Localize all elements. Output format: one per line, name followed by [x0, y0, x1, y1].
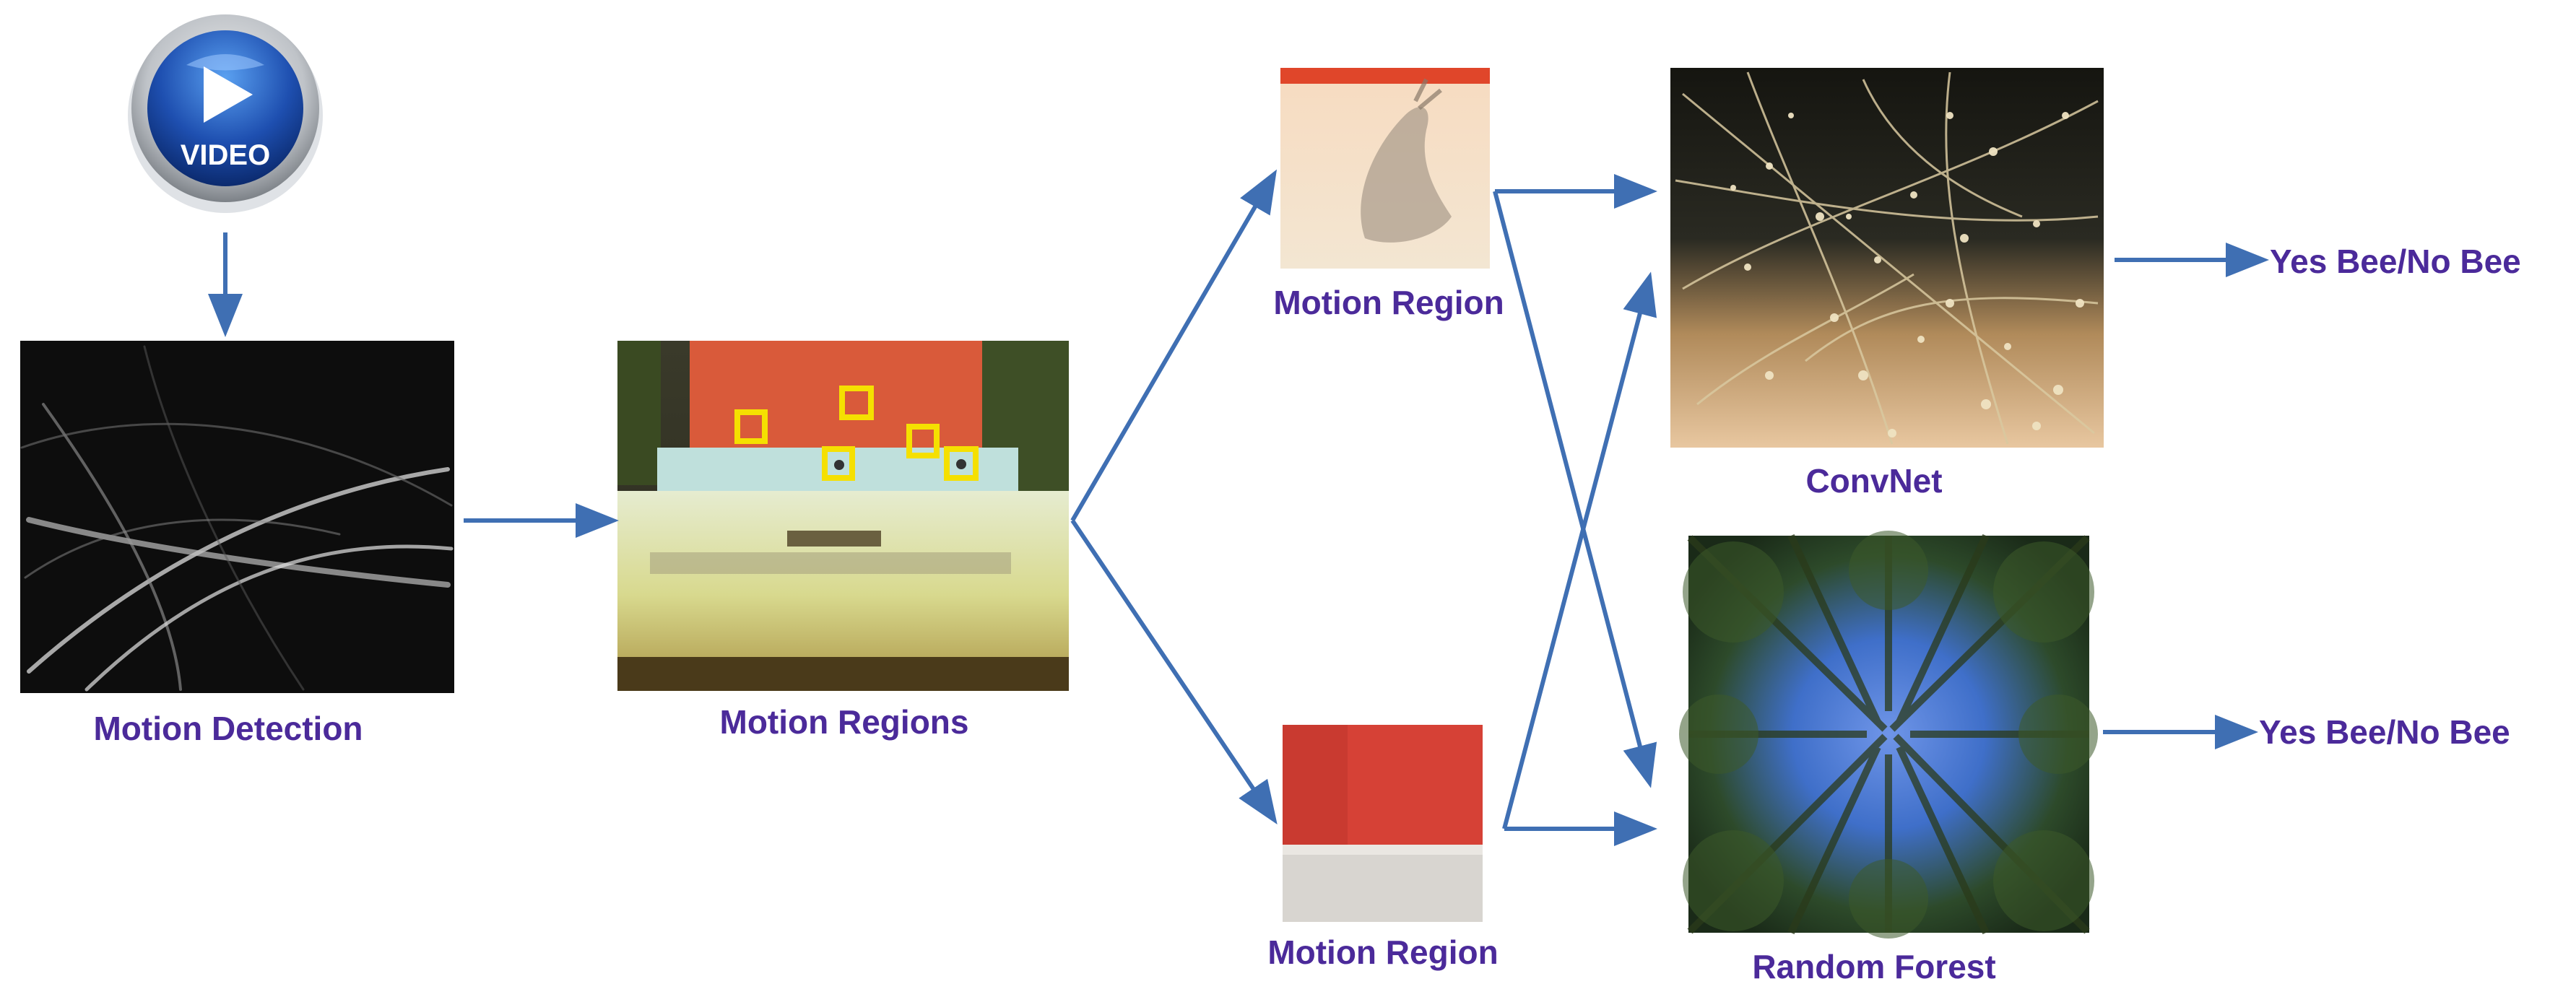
label-convnet: ConvNet	[1805, 462, 1942, 500]
label-motion-detection: Motion Detection	[93, 710, 363, 747]
arrow-regions-to-crop-bottom	[1070, 519, 1278, 824]
motion-regions-image	[617, 341, 1069, 691]
arrow-crop-bottom-to-convnet	[1502, 271, 1657, 830]
label-motion-region-bottom: Motion Region	[1267, 933, 1498, 971]
arrow-crop-top-to-forest	[1493, 191, 1657, 788]
motion-region-markers	[734, 386, 979, 481]
label-motion-regions: Motion Regions	[720, 703, 969, 741]
label-motion-region-top: Motion Region	[1273, 284, 1504, 321]
convnet-image	[1670, 68, 2104, 448]
motion-detection-image	[20, 341, 454, 693]
video-play-icon: VIDEO	[128, 14, 323, 213]
label-output-bottom: Yes Bee/No Bee	[2259, 713, 2510, 751]
label-output-top: Yes Bee/No Bee	[2270, 243, 2521, 280]
label-random-forest: Random Forest	[1752, 948, 1995, 985]
motion-region-crop-top	[1280, 68, 1490, 269]
arrow-regions-to-crop-top	[1070, 169, 1278, 522]
flow-arrows	[208, 169, 2269, 846]
random-forest-image	[1679, 531, 2098, 939]
video-icon-label: VIDEO	[181, 139, 270, 171]
motion-region-crop-bottom	[1283, 725, 1483, 922]
